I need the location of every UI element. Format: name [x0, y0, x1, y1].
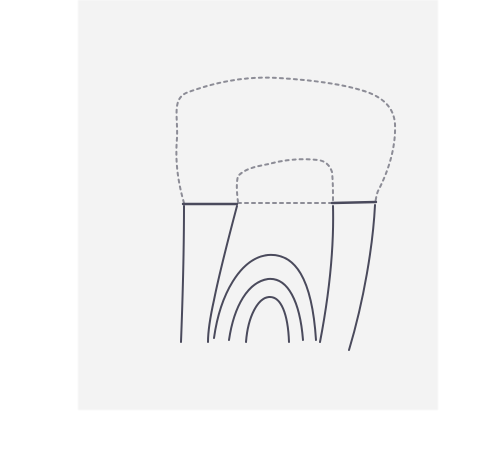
crown-outline-dashed: [175, 76, 397, 204]
furcation-arch-outer: [213, 253, 317, 341]
scanned-figure-background: [78, 0, 438, 410]
furcation-arch-middle: [228, 277, 304, 341]
root-left-inner: [207, 205, 238, 343]
root-left-outer: [180, 205, 185, 343]
pulp-chamber-outline-dashed: [235, 158, 334, 203]
root-right-outer: [348, 204, 376, 351]
furcation-arch-inner: [245, 296, 290, 343]
figure-caption: [108, 424, 448, 442]
root-right-inner: [319, 205, 335, 343]
cervical-line-right: [330, 200, 378, 205]
